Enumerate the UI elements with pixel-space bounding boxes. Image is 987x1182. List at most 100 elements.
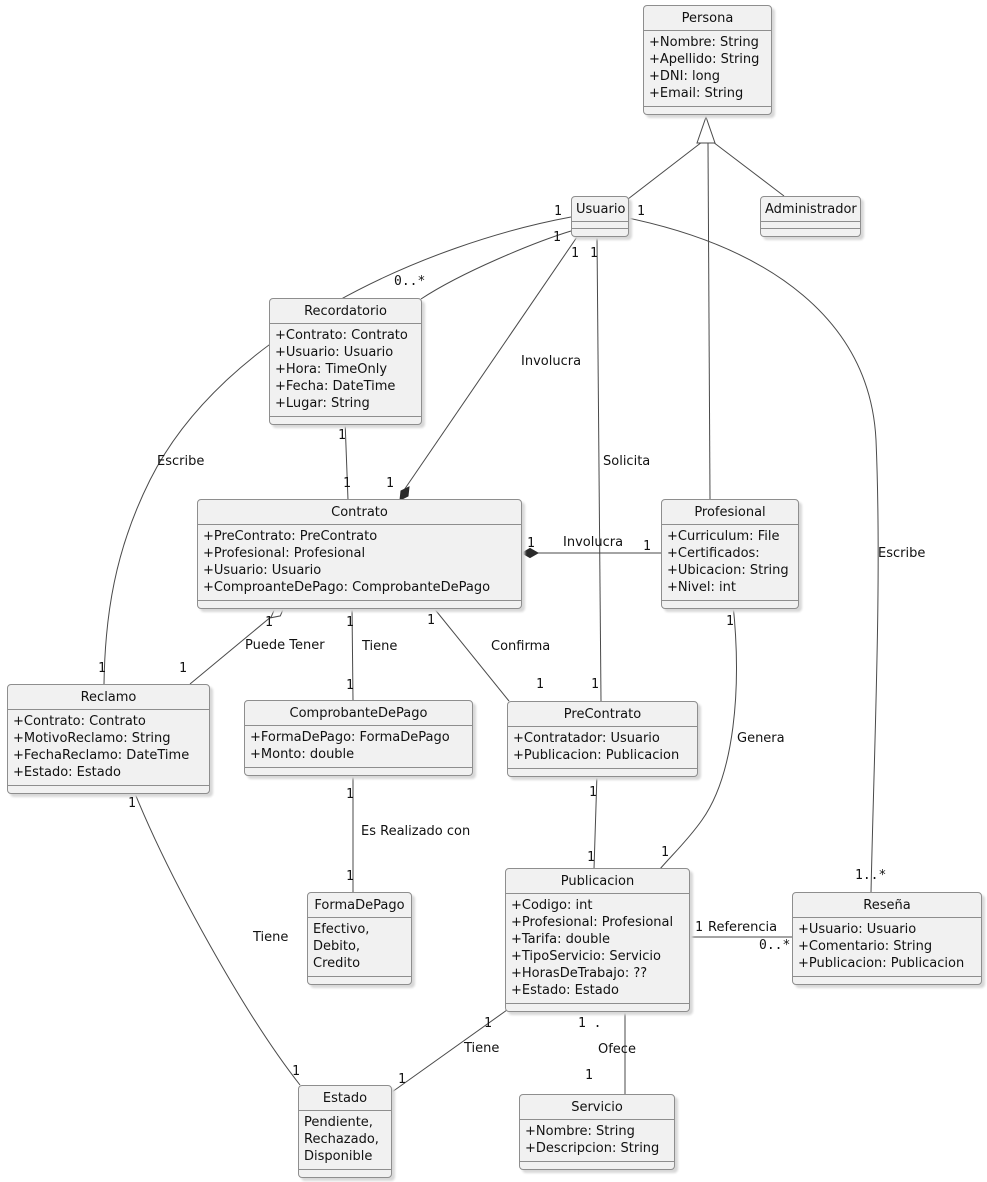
class-publicacion[interactable]: Publicacion +Codigo: int +Profesional: Pro… (505, 868, 690, 1012)
class-attribute: +Contratador: Usuario (513, 731, 660, 746)
edge-generalization-usuario-persona[interactable] (627, 141, 703, 200)
class-reclamo[interactable]: Reclamo+Contrato: Contrato+MotivoReclamo… (7, 684, 210, 794)
class-attributes-compartment (572, 222, 628, 229)
class-attributes-compartment (761, 222, 860, 229)
multiplicity-m_invh_prof: 1 (643, 539, 651, 554)
edge-usuario-recordatorio[interactable] (420, 230, 572, 300)
edge-contrato-reclamo-puede-tener[interactable] (189, 615, 273, 685)
edge-precontrato-publicacion[interactable] (593, 773, 598, 870)
class-methods-compartment-empty (520, 1162, 674, 1169)
class-methods-compartment-empty (245, 768, 472, 775)
multiplicity-m_u_solicita: 1 (590, 246, 598, 261)
class-attribute: +Contrato: Contrato (275, 328, 408, 343)
edge-usuario-resena-escribe[interactable] (627, 217, 879, 894)
multiplicity-m_precon_b: 1 (589, 785, 597, 800)
class-attribute: +Fecha: DateTime (275, 379, 396, 394)
multiplicity-m_esreal_b: 1 (346, 869, 354, 884)
class-attribute: +Certificados: (667, 546, 760, 561)
class-attribute: +Estado: Estado (511, 983, 619, 998)
class-methods-compartment-empty (508, 769, 697, 776)
class-title: ComprobanteDePago (245, 701, 472, 726)
multiplicity-m_contrato_inv: 1 (386, 476, 394, 491)
multiplicity-m_tienepub_t: 1 (484, 1016, 492, 1031)
class-attribute: +Hora: TimeOnly (275, 362, 388, 377)
class-attribute: +Usuario: Usuario (275, 345, 394, 360)
class-attribute: +Profesional: Profesional (511, 915, 674, 930)
class-methods-compartment-empty (8, 786, 209, 793)
class-attribute: +Monto: double (250, 747, 355, 762)
class-recordatorio[interactable]: Recordatorio+Contrato: Contrato+Usuario:… (269, 298, 422, 425)
class-methods-compartment-empty (506, 1004, 689, 1011)
class-attribute: Rechazado, (304, 1132, 379, 1147)
multiplicity-m_u_involucra: 1 (571, 246, 579, 261)
multiplicity-m_confirma_b: 1 (536, 677, 544, 692)
class-attribute: +FechaReclamo: DateTime (13, 748, 190, 763)
edge-generalization-administrador-persona[interactable] (712, 141, 785, 197)
class-resena[interactable]: Reseña+Usuario: Usuario+Comentario: Stri… (792, 892, 982, 985)
edge-generalization-profesional-persona[interactable] (707, 142, 711, 500)
class-attribute: +Publicacion: Publicacion (798, 956, 965, 971)
class-attribute: +Comentario: String (798, 939, 933, 954)
class-attribute: +Nivel: int (667, 580, 736, 595)
class-profesional[interactable]: Profesional +Curriculum: File +Certificado… (661, 499, 799, 609)
class-attribute: +Ubicacion: String (667, 563, 789, 578)
edge-profesional-publicacion-genera[interactable] (659, 603, 737, 870)
class-attributes-compartment: +Contratador: Usuario+Publicacion: Publi… (508, 727, 697, 769)
edge-label-tiene_publicacion: Tiene (464, 1041, 500, 1056)
multiplicity-m_confirma_t: 1 (427, 613, 435, 628)
multiplicity-m_tiene_t: 1 (346, 615, 354, 630)
multiplicity-m_ref_r: 0..* (759, 938, 791, 953)
class-methods-compartment-empty (299, 1170, 391, 1177)
edge-contrato-precontrato-confirma[interactable] (432, 606, 510, 702)
class-attribute: +Descripcion: String (525, 1141, 660, 1156)
edge-reclamo-estado-tiene[interactable] (133, 790, 301, 1086)
edge-usuario-contrato-involucra[interactable] (401, 236, 578, 494)
class-comprobantedepago[interactable]: ComprobanteDePago +FormaDePago: FormaDePa… (244, 700, 473, 776)
class-usuario[interactable]: Usuario (571, 196, 629, 237)
class-attributes-compartment: Efectivo,Debito,Credito (308, 918, 411, 977)
class-attribute: +Curriculum: File (667, 529, 780, 544)
class-attributes-compartment: +Usuario: Usuario+Comentario: String+Pub… (793, 918, 981, 977)
multiplicity-m_tienepub_b: 1 (398, 1072, 406, 1087)
class-methods-compartment-empty (270, 417, 421, 424)
class-precontrato[interactable]: PreContrato+Contratador: Usuario+Publica… (507, 701, 698, 777)
multiplicity-m_recordatorio_many: 0..* (394, 274, 426, 289)
multiplicity-m_tiene_b: 1 (346, 678, 354, 693)
class-title: Profesional (662, 500, 798, 525)
class-attribute: +DNI: long (649, 69, 721, 84)
edge-label-involucra_prof: Involucra (563, 535, 624, 550)
class-persona[interactable]: Persona+Nombre: String+Apellido: String+… (643, 5, 772, 115)
class-attribute: +Lugar: String (275, 396, 370, 411)
class-methods-compartment-empty (793, 977, 981, 984)
class-servicio[interactable]: Servicio+Nombre: String+Descripcion: Str… (519, 1094, 675, 1170)
multiplicity-m_solicita_b: 1 (591, 677, 599, 692)
edge-recordatorio-contrato[interactable] (344, 419, 349, 501)
class-attribute: +Codigo: int (511, 898, 593, 913)
edge-usuario-reclamo-escribe[interactable] (103, 216, 572, 685)
class-title: Publicacion (506, 869, 689, 894)
class-attribute: +Tarifa: double (511, 932, 610, 947)
edge-usuario-precontrato-solicita[interactable] (596, 236, 602, 702)
multiplicity-m_reclamo_b: 1 (128, 796, 136, 811)
class-attribute: +Profesional: Profesional (203, 546, 366, 561)
multiplicity-m_reclamo_l: 1 (98, 661, 106, 676)
edge-contrato-comprobante-tiene[interactable] (351, 606, 354, 701)
class-attribute: +FormaDePago: FormaDePago (250, 730, 450, 745)
multiplicity-m_resena_t: 1..* (855, 868, 887, 883)
multiplicity-m_ofece_t: 1 . (578, 1016, 602, 1031)
class-title: Estado (299, 1086, 391, 1111)
edge-publicacion-estado-tiene[interactable] (391, 1009, 508, 1093)
class-attribute: Disponible (304, 1149, 373, 1164)
class-methods-compartment-empty (761, 229, 860, 236)
class-contrato[interactable]: Contrato+PreContrato: PreContrato+Profes… (197, 499, 522, 609)
class-title: Servicio (520, 1095, 674, 1120)
multiplicity-m_ofece_b: 1 (585, 1068, 593, 1083)
inheritance-triangle-icon (696, 115, 716, 144)
multiplicity-m_u_escribe_r: 1 (637, 204, 645, 219)
class-attribute: Credito (313, 956, 361, 971)
class-administrador[interactable]: Administrador (760, 196, 861, 237)
class-methods-compartment-empty (644, 107, 771, 114)
